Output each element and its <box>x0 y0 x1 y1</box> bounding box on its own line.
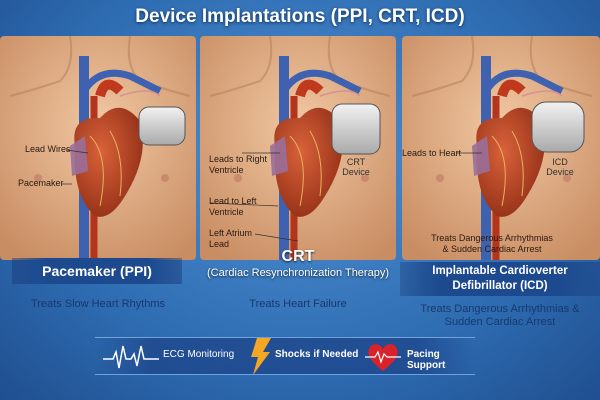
crt-panel: Leads to Right Ventricle Lead to Left Ve… <box>200 36 396 260</box>
pacemaker-panel: Lead Wires Pacemaker <box>0 36 196 260</box>
crt-device <box>331 103 381 155</box>
crt-device-label: CRT Device <box>342 157 370 177</box>
feature-pacing-support: Pacing Support <box>407 349 446 371</box>
label-treats-arrhythmias: Treats Dangerous Arrhythmias & Sudden Ca… <box>431 233 553 254</box>
torso-heart-illustration <box>0 36 196 260</box>
label-left-atrium-lead: Left Atrium Lead <box>209 228 253 249</box>
icd-device <box>531 101 585 153</box>
pacemaker-device <box>138 106 186 146</box>
label-lead-left-ventricle: Lead to Left Ventricle <box>209 196 257 217</box>
crt-banner-subtitle: (Cardiac Resynchronization Therapy) <box>207 267 389 279</box>
torso-heart-illustration <box>402 36 600 260</box>
crt-banner-title: CRT <box>281 248 315 265</box>
pacemaker-description: Treats Slow Heart Rhythms <box>30 298 166 310</box>
icd-banner: Implantable Cardioverter Defibrillator (… <box>400 262 600 296</box>
pacemaker-banner: Pacemaker (PPI) <box>12 258 182 284</box>
page-title: Device Implantations (PPI, CRT, ICD) <box>135 6 465 27</box>
label-leads-right-ventricle: Leads to Right Ventricle <box>209 154 268 175</box>
torso-heart-illustration <box>200 36 396 260</box>
features-bar: ECG Monitoring Shocks if Needed Pacing S… <box>95 337 475 375</box>
lightning-icon <box>251 338 271 375</box>
heart-icon <box>365 344 401 371</box>
icd-device-label: ICD Device <box>546 157 574 177</box>
icd-panel: Leads to Heart ICD Device Treats Dangero… <box>402 36 600 260</box>
crt-banner: CRT (Cardiac Resynchronization Therapy) <box>200 248 396 279</box>
ecg-icon <box>103 345 159 369</box>
label-lead-wires: Lead Wires <box>25 144 71 154</box>
label-pacemaker: Pacemaker <box>18 178 64 188</box>
feature-shocks-if-needed: Shocks if Needed <box>275 349 359 360</box>
label-leads-to-heart: Leads to Heart <box>402 148 462 158</box>
crt-description: Treats Heart Failure <box>249 298 347 310</box>
icd-description: Treats Dangerous Arrhythmias & Sudden Ca… <box>420 303 580 328</box>
feature-ecg-monitoring: ECG Monitoring <box>163 349 235 360</box>
